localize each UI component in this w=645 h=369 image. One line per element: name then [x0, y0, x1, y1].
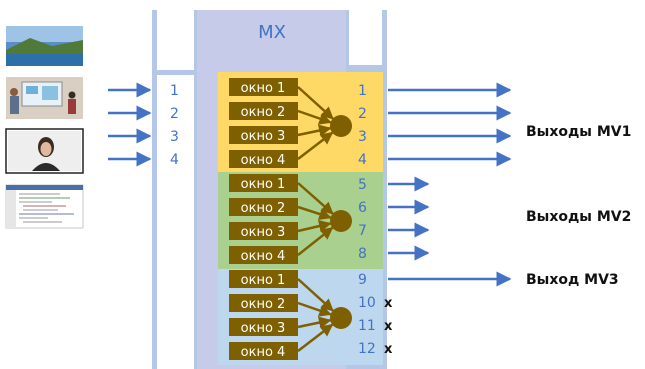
input-number: 4: [170, 152, 179, 168]
output-number: 12: [358, 341, 376, 357]
output-number: 10: [358, 295, 376, 311]
window-box: [229, 150, 298, 168]
window-box: [229, 270, 298, 288]
window-label: окно 2: [241, 297, 286, 312]
output-number: 5: [358, 177, 367, 193]
window-arrow: [297, 109, 332, 125]
window-label: окно 3: [241, 321, 286, 336]
output-label-mv3: Выход MV3: [526, 272, 619, 288]
output-number: 8: [358, 246, 367, 262]
window-box: [229, 222, 298, 240]
input-number: 1: [170, 83, 179, 99]
unused-output-mark: x: [384, 342, 393, 357]
window-label: окно 4: [241, 249, 286, 264]
input-number: 3: [170, 129, 179, 145]
window-box: [229, 318, 298, 336]
unused-output-mark: x: [384, 296, 393, 311]
window-label: окно 4: [241, 345, 286, 360]
window-box: [229, 102, 298, 120]
output-number: 1: [358, 83, 367, 99]
window-label: окно 2: [241, 105, 286, 120]
output-label-mv2: Выходы MV2: [526, 209, 631, 225]
mixer-title: MX: [258, 22, 286, 43]
window-arrow: [297, 301, 332, 317]
input-panel: [157, 75, 194, 369]
output-number: 11: [358, 318, 376, 334]
window-arrow: [297, 124, 332, 137]
input-number: 2: [170, 106, 179, 122]
thumbnail-code: [5, 184, 84, 229]
window-box: [229, 174, 298, 192]
window-label: окно 3: [241, 129, 286, 144]
output-label-mv1: Выходы MV1: [526, 124, 631, 140]
window-box: [229, 342, 298, 360]
output-number: 4: [358, 152, 367, 168]
unused-output-mark: x: [384, 319, 393, 334]
window-label: окно 1: [241, 81, 286, 96]
window-box: [229, 198, 298, 216]
frame-notch-left: [157, 10, 194, 70]
window-box: [229, 246, 298, 264]
output-number: 2: [358, 106, 367, 122]
window-arrow: [297, 323, 334, 352]
window-label: окно 1: [241, 177, 286, 192]
window-box: [229, 294, 298, 312]
frame-notch-right: [349, 10, 382, 65]
output-number: 6: [358, 200, 367, 216]
window-arrow: [297, 131, 334, 160]
mixer-node: [330, 307, 352, 329]
window-label: окно 1: [241, 273, 286, 288]
window-label: окно 3: [241, 225, 286, 240]
window-label: окно 2: [241, 201, 286, 216]
window-arrow: [297, 316, 332, 329]
thumbnail-landscape: [6, 26, 83, 66]
thumbnail-classroom: [6, 77, 83, 119]
window-arrow: [297, 219, 332, 233]
mixer-node: [330, 210, 352, 232]
output-number: 3: [358, 129, 367, 145]
window-label: окно 4: [241, 153, 286, 168]
window-box: [229, 126, 298, 144]
window-arrow: [297, 205, 332, 221]
thumbnail-presenter: [5, 128, 84, 174]
mixer-node: [330, 115, 352, 137]
output-number: 7: [358, 223, 367, 239]
output-number: 9: [358, 272, 367, 288]
window-box: [229, 78, 298, 96]
window-arrow: [297, 226, 334, 256]
